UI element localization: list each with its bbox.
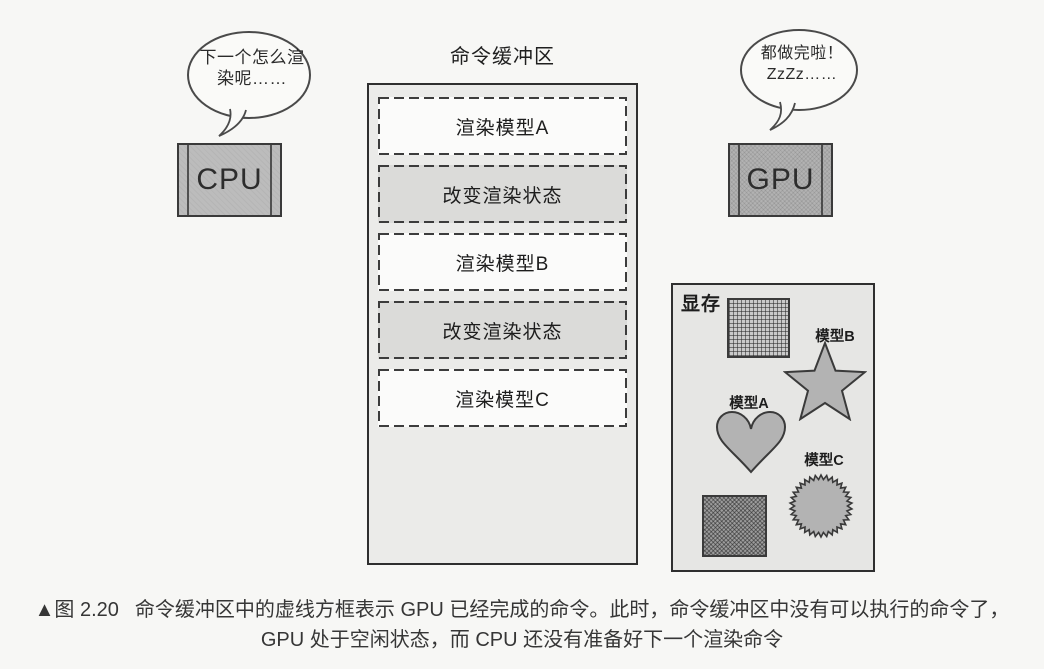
command-row-label: 改变渲染状态 — [442, 321, 563, 343]
gpu-bubble-text: 都做完啦！ ZzZz…… — [743, 43, 861, 85]
gpu-speech-bubble: 都做完啦！ ZzZz…… — [739, 28, 865, 136]
command-row-label: 渲染模型C — [455, 389, 550, 411]
cpu-speech-bubble: 下一个怎么渲 染呢…… — [186, 30, 318, 140]
command-row-render-model-c: 渲染模型C — [378, 369, 627, 427]
command-row-change-state-2: 改变渲染状态 — [378, 301, 627, 359]
gpu-bubble-line1: 都做完啦！ — [760, 45, 844, 62]
model-a-label: 模型A — [729, 396, 769, 412]
cpu-bubble-line2: 染呢…… — [217, 69, 287, 88]
model-c-label: 模型C — [804, 453, 844, 469]
cpu-chip: CPU — [177, 143, 282, 217]
gpu-bubble-line2: ZzZz…… — [766, 66, 838, 83]
command-row-label: 渲染模型A — [455, 117, 550, 139]
video-memory-title: 显存 — [681, 294, 722, 315]
model-c-burst-shape — [788, 473, 854, 539]
caption-line1: ▲图 2.20 命令缓冲区中的虚线方框表示 GPU 已经完成的命令。此时，命令缓冲… — [0, 596, 1044, 624]
command-row-label: 改变渲染状态 — [442, 185, 563, 207]
caption-line2: GPU 处于空闲状态，而 CPU 还没有准备好下一个渲染命令 — [260, 629, 784, 651]
command-row-label: 渲染模型B — [455, 253, 550, 275]
texture-grid-square — [727, 298, 790, 358]
model-b-star-shape — [783, 341, 867, 421]
gpu-chip: GPU — [728, 143, 833, 217]
video-memory-box: 显存 模型B 模型A 模型C — [671, 283, 875, 572]
gpu-chip-label: GPU — [746, 163, 815, 196]
texture-hatch-square — [702, 495, 767, 557]
cpu-bubble-line1: 下一个怎么渲 — [199, 48, 305, 67]
command-buffer-box: 渲染模型A 改变渲染状态 渲染模型B 改变渲染状态 渲染模型C — [367, 83, 638, 565]
gpu-speech-bubble-outline — [740, 29, 858, 131]
figure-number: ▲图 2.20 — [34, 599, 119, 621]
command-row-render-model-a: 渲染模型A — [378, 97, 627, 155]
cpu-speech-bubble-outline — [187, 31, 311, 137]
cpu-chip-label: CPU — [196, 163, 263, 196]
cpu-bubble-text: 下一个怎么渲 染呢…… — [190, 47, 314, 89]
command-row-render-model-b: 渲染模型B — [378, 233, 627, 291]
caption-text-1: 命令缓冲区中的虚线方框表示 GPU 已经完成的命令。此时，命令缓冲区中没有可以执… — [134, 599, 1010, 621]
command-buffer-title: 命令缓冲区 — [450, 46, 555, 68]
command-row-change-state-1: 改变渲染状态 — [378, 165, 627, 223]
figure-caption: ▲图 2.20 命令缓冲区中的虚线方框表示 GPU 已经完成的命令。此时，命令缓冲… — [0, 596, 1044, 654]
model-a-heart-shape — [715, 410, 787, 474]
gpu-bubble-tail — [770, 102, 795, 130]
